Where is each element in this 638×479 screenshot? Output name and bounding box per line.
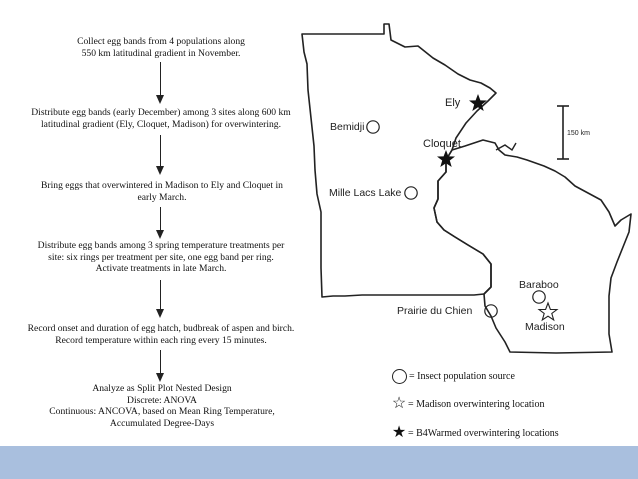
flow-step-6: Analyze as Split Plot Nested Design Disc… — [14, 383, 310, 429]
place-label-ely: Ely — [445, 97, 461, 109]
legend-row-open-star: ☆ = Madison overwintering location — [390, 395, 545, 412]
legend-row-circle: = Insect population source — [392, 369, 515, 384]
flow-step-5-line-2: Record temperature within each ring ever… — [55, 334, 267, 346]
flow-step-5: Record onset and duration of egg hatch, … — [2, 323, 320, 346]
circle-marker-icon — [404, 186, 418, 200]
flow-step-3-line-2: early March. — [137, 191, 187, 203]
flow-step-4-line-2: site: six rings per treatment per site, … — [48, 251, 274, 263]
flow-step-4-line-1: Distribute egg bands among 3 spring temp… — [37, 240, 285, 251]
circle-marker-icon — [366, 120, 380, 134]
circle-marker-icon — [532, 290, 546, 304]
open-star-legend-icon: ☆ — [391, 395, 407, 412]
flow-step-4-line-3: Activate treatments in late March. — [95, 263, 227, 274]
flow-step-1: Collect egg bands from 4 populations alo… — [20, 36, 302, 59]
filled-star-legend-icon: ★ — [391, 424, 407, 441]
place-label-prairie: Prairie du Chien — [397, 305, 472, 317]
flow-step-2-line-1: Distribute egg bands (early December) am… — [31, 107, 291, 118]
flow-step-6-line-2: Discrete: ANOVA — [127, 394, 197, 406]
wisconsin-outline — [433, 139, 632, 354]
open-star-icon — [537, 301, 559, 322]
legend-circle-label: = Insect population source — [409, 371, 515, 382]
flow-step-1-line-2: 550 km latitudinal gradient in November. — [81, 47, 241, 59]
flow-step-2-line-2: latitudinal gradient (Ely, Cloquet, Madi… — [41, 118, 281, 130]
flow-step-4: Distribute egg bands among 3 spring temp… — [10, 240, 312, 275]
filled-star-icon — [469, 94, 487, 111]
footer-bar — [0, 446, 638, 479]
circle-legend-icon — [392, 369, 407, 384]
place-label-mille-lacs: Mille Lacs Lake — [329, 187, 402, 199]
place-label-cloquet: Cloquet — [423, 138, 461, 150]
scale-label: 150 km — [567, 130, 590, 137]
legend-open-star-label: = Madison overwintering location — [408, 398, 545, 410]
legend-row-filled-star: ★ = B4Warmed overwintering locations — [390, 424, 559, 441]
flow-step-6-line-1: Analyze as Split Plot Nested Design — [92, 383, 232, 394]
coastline-detail — [495, 142, 517, 152]
legend-filled-star-label: = B4Warmed overwintering locations — [408, 427, 559, 439]
flow-step-6-line-4: Accumulated Degree-Days — [109, 417, 215, 429]
filled-star-icon — [437, 150, 455, 167]
flow-step-6-line-3: Continuous: ANCOVA, based on Mean Ring T… — [49, 406, 275, 417]
flow-step-1-line-1: Collect egg bands from 4 populations alo… — [77, 36, 245, 47]
circle-marker-icon — [484, 304, 498, 318]
place-label-madison: Madison — [525, 321, 565, 333]
minnesota-outline — [301, 23, 497, 298]
place-label-bemidji: Bemidji — [330, 121, 364, 133]
flow-step-2: Distribute egg bands (early December) am… — [4, 107, 318, 130]
flow-step-3: Bring eggs that overwintered in Madison … — [14, 180, 310, 203]
flow-step-3-line-1: Bring eggs that overwintered in Madison … — [41, 180, 283, 191]
flow-step-5-line-1: Record onset and duration of egg hatch, … — [27, 323, 295, 334]
place-label-baraboo: Baraboo — [519, 279, 559, 291]
